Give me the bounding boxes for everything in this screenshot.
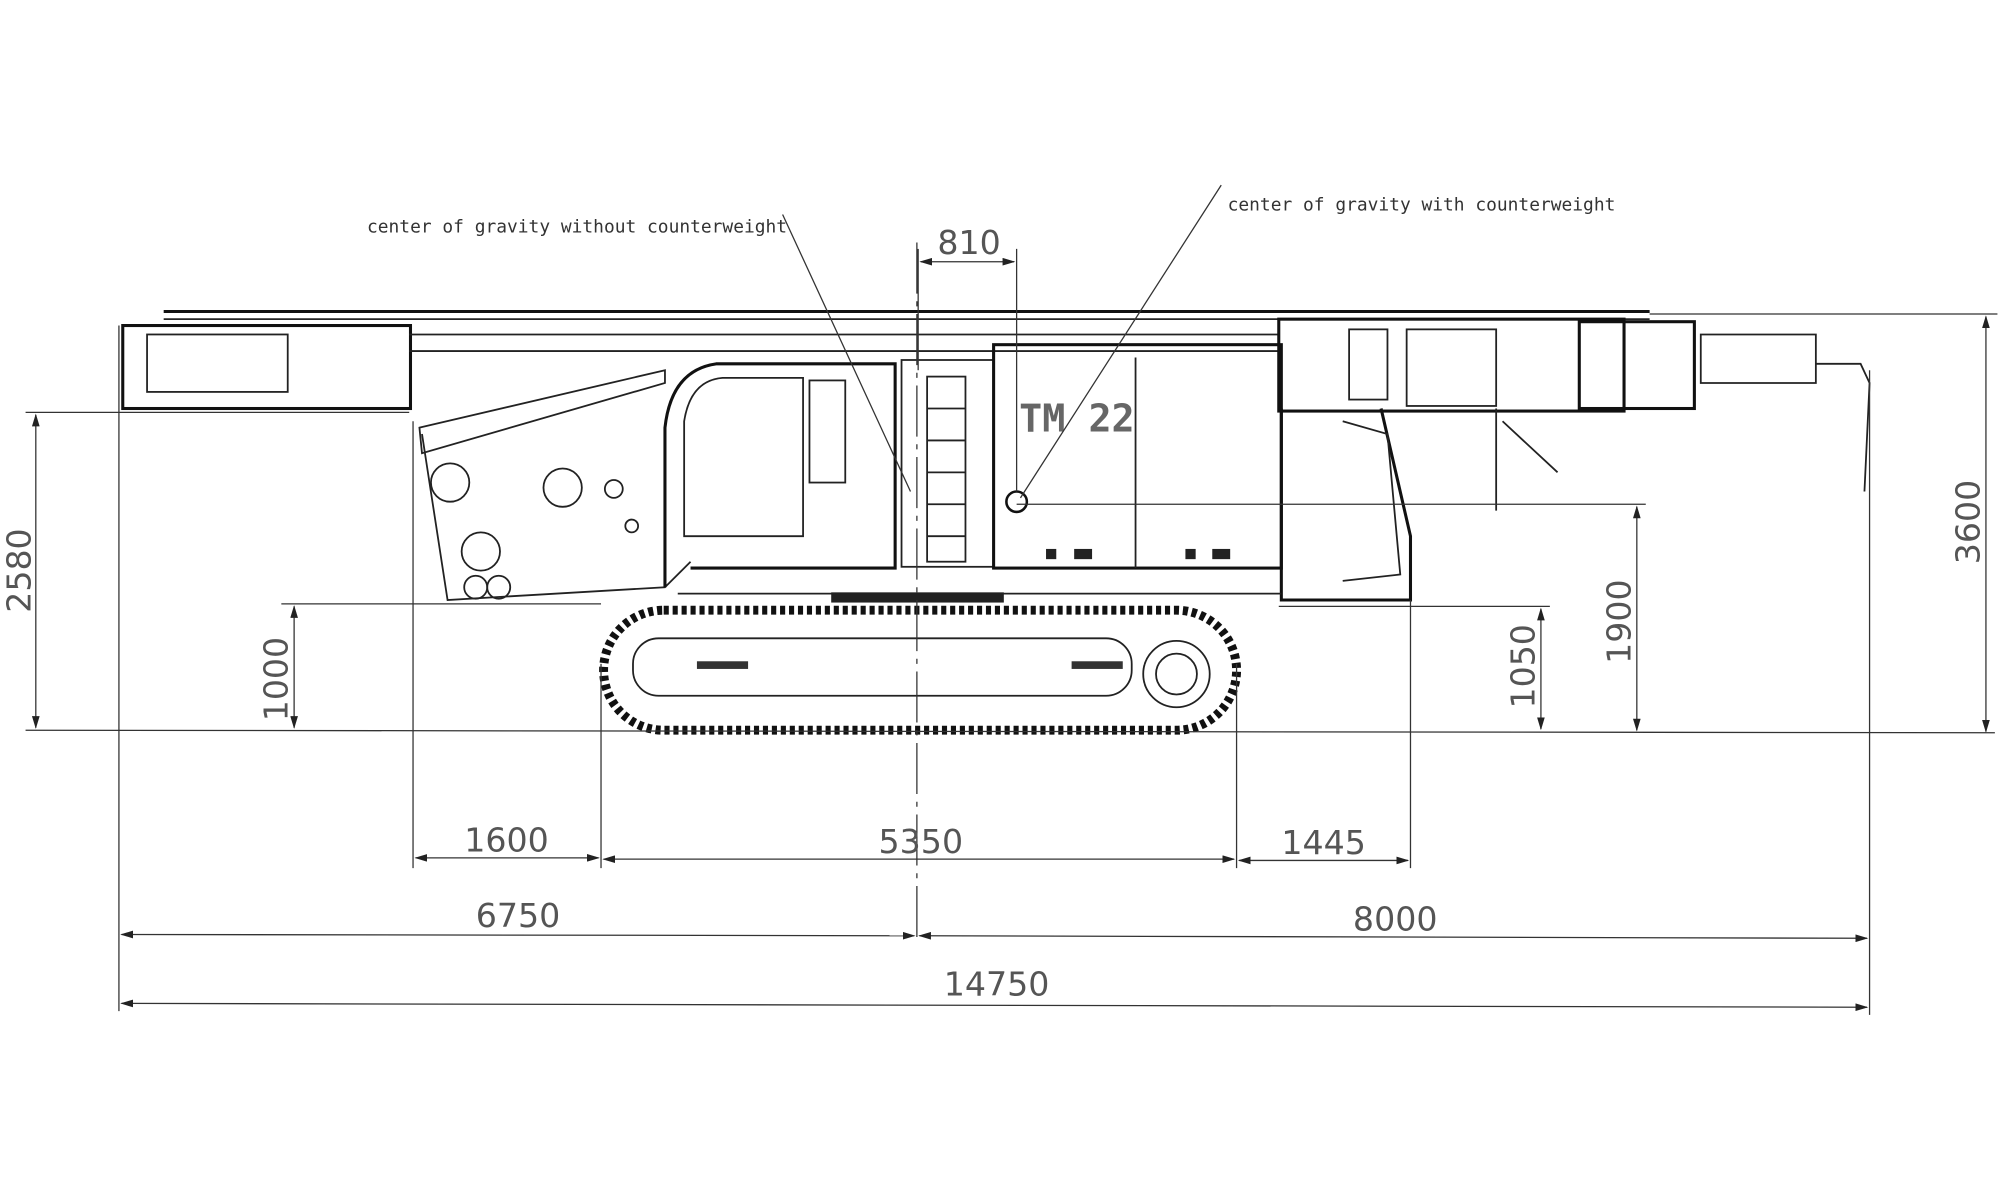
model-label: TM 22 [1019, 397, 1134, 442]
dimension-lines [25, 184, 1998, 1015]
dim-14750: 14750 [944, 965, 1050, 1004]
dim-1000: 1000 [257, 637, 296, 721]
dim-5350: 5350 [879, 822, 964, 861]
dim-1900: 1900 [1599, 579, 1638, 663]
dim-1050: 1050 [1504, 624, 1543, 708]
annotation-cog-with-counterweight: center of gravity with counterweight [1228, 195, 1616, 216]
dim-6750: 6750 [476, 896, 561, 935]
annotation-cog-without-counterweight: center of gravity without counterweight [367, 216, 787, 237]
dim-1600: 1600 [464, 821, 549, 860]
dim-3600: 3600 [1949, 480, 1988, 564]
dim-1445: 1445 [1281, 823, 1366, 862]
machine-outline: TM 22 [121, 309, 1871, 735]
crawler-track [599, 605, 1242, 735]
dim-8000: 8000 [1353, 900, 1438, 939]
dim-810: 810 [937, 223, 1000, 262]
dim-2580: 2580 [0, 528, 39, 612]
center-of-gravity-marker [1005, 490, 1029, 514]
